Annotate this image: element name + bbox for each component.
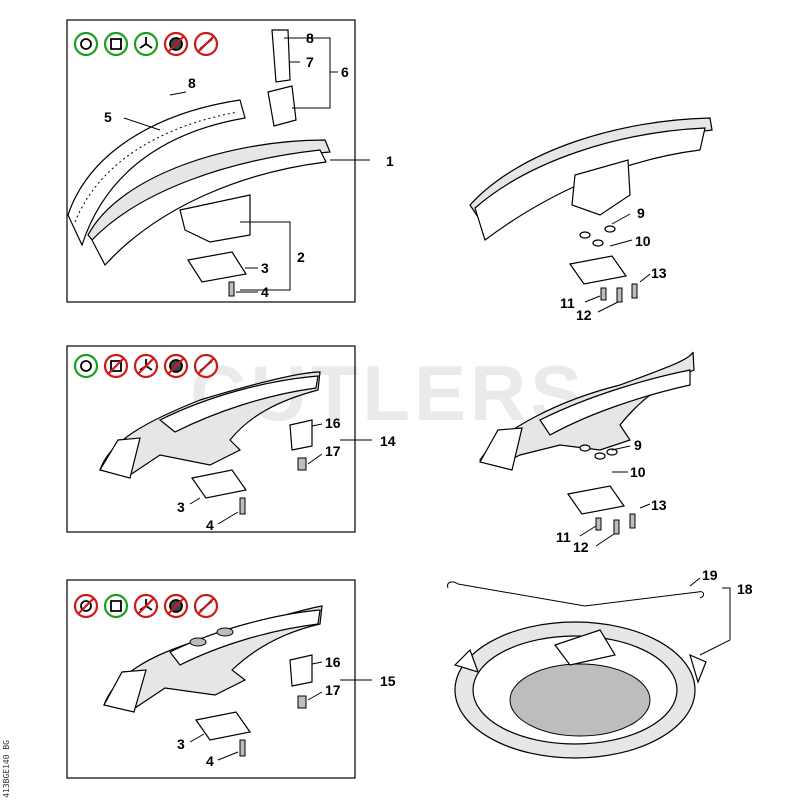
bushing-16: [289, 419, 313, 451]
label-11-a: 11: [560, 295, 575, 311]
label-17-a: 17: [325, 443, 341, 459]
label-8: 8: [188, 75, 196, 91]
square-blade-icon-green: [103, 31, 129, 57]
circular-saw-icon-red: [163, 593, 189, 619]
three-blade-icon-red: [133, 353, 159, 379]
label-4-b: 4: [206, 517, 214, 533]
icon-row-2: [73, 353, 219, 379]
disc-icon-green: [73, 353, 99, 379]
plate-15: [194, 711, 252, 741]
label-17-b: 17: [325, 682, 341, 698]
deflector-guard-15: [103, 605, 323, 713]
drawing-code: 413BGE140 BG: [2, 740, 11, 798]
screw-1: [228, 281, 235, 297]
label-13-a: 13: [651, 265, 667, 281]
deflector-guard-14: [99, 371, 321, 479]
plate-top-right: [568, 255, 628, 285]
circular-saw-icon-red: [163, 31, 189, 57]
washers-middle-right: [579, 444, 618, 460]
label-16-b: 16: [325, 654, 341, 670]
protective-shield-18: [453, 621, 707, 759]
wire-clip-19: [447, 581, 705, 607]
frame-assembly-15: [66, 579, 356, 779]
three-blade-icon-green: [133, 31, 159, 57]
disc-icon-green: [73, 31, 99, 57]
label-16-a: 16: [325, 415, 341, 431]
label-6: 6: [341, 64, 349, 80]
deflector-guard-1: [87, 139, 331, 267]
icon-row-1: [73, 31, 219, 57]
square-blade-icon-green: [103, 593, 129, 619]
plate-14: [190, 469, 248, 499]
screws-top-right: [600, 283, 638, 303]
label-3: 3: [261, 260, 269, 276]
label-3-b: 3: [177, 499, 185, 515]
label-9-b: 9: [634, 437, 642, 453]
label-11-b: 11: [556, 529, 571, 545]
screw-15: [239, 739, 246, 757]
label-18: 18: [737, 581, 753, 597]
three-blade-icon-red: [133, 593, 159, 619]
deflector-guard-right-top: [469, 117, 713, 241]
square-blade-icon-red: [103, 353, 129, 379]
label-4-c: 4: [206, 753, 214, 769]
label-12-b: 12: [573, 539, 589, 555]
label-4: 4: [261, 284, 269, 300]
label-3-c: 3: [177, 736, 185, 752]
label-10-a: 10: [635, 233, 651, 249]
screw-17: [297, 457, 307, 471]
screws-middle-right: [595, 513, 636, 535]
label-12-a: 12: [576, 307, 592, 323]
label-5: 5: [104, 109, 112, 125]
two-blade-icon-red: [193, 31, 219, 57]
label-13-b: 13: [651, 497, 667, 513]
frame-assembly-1: [66, 19, 356, 303]
two-blade-icon-red: [193, 353, 219, 379]
circular-saw-icon-red: [163, 353, 189, 379]
screw-14: [239, 497, 246, 515]
mounting-bracket: [267, 29, 297, 127]
washers-top-right: [579, 225, 616, 247]
two-blade-icon-red: [193, 593, 219, 619]
plate-1: [187, 251, 247, 283]
icon-row-3: [73, 593, 219, 619]
label-2: 2: [297, 249, 305, 265]
bushing-16-b: [289, 654, 313, 687]
screw-17-b: [297, 695, 307, 709]
disc-icon-red: [73, 593, 99, 619]
plate-middle-right: [566, 485, 626, 515]
label-9-a: 9: [637, 205, 645, 221]
deflector-guard-right-middle: [479, 351, 695, 471]
label-19: 19: [702, 567, 718, 583]
label-7: 7: [306, 54, 314, 70]
frame-assembly-14: [66, 345, 356, 533]
label-8-top: 8: [306, 30, 314, 46]
label-1: 1: [386, 153, 394, 169]
label-15: 15: [380, 673, 396, 689]
label-14: 14: [380, 433, 396, 449]
label-10-b: 10: [630, 464, 646, 480]
